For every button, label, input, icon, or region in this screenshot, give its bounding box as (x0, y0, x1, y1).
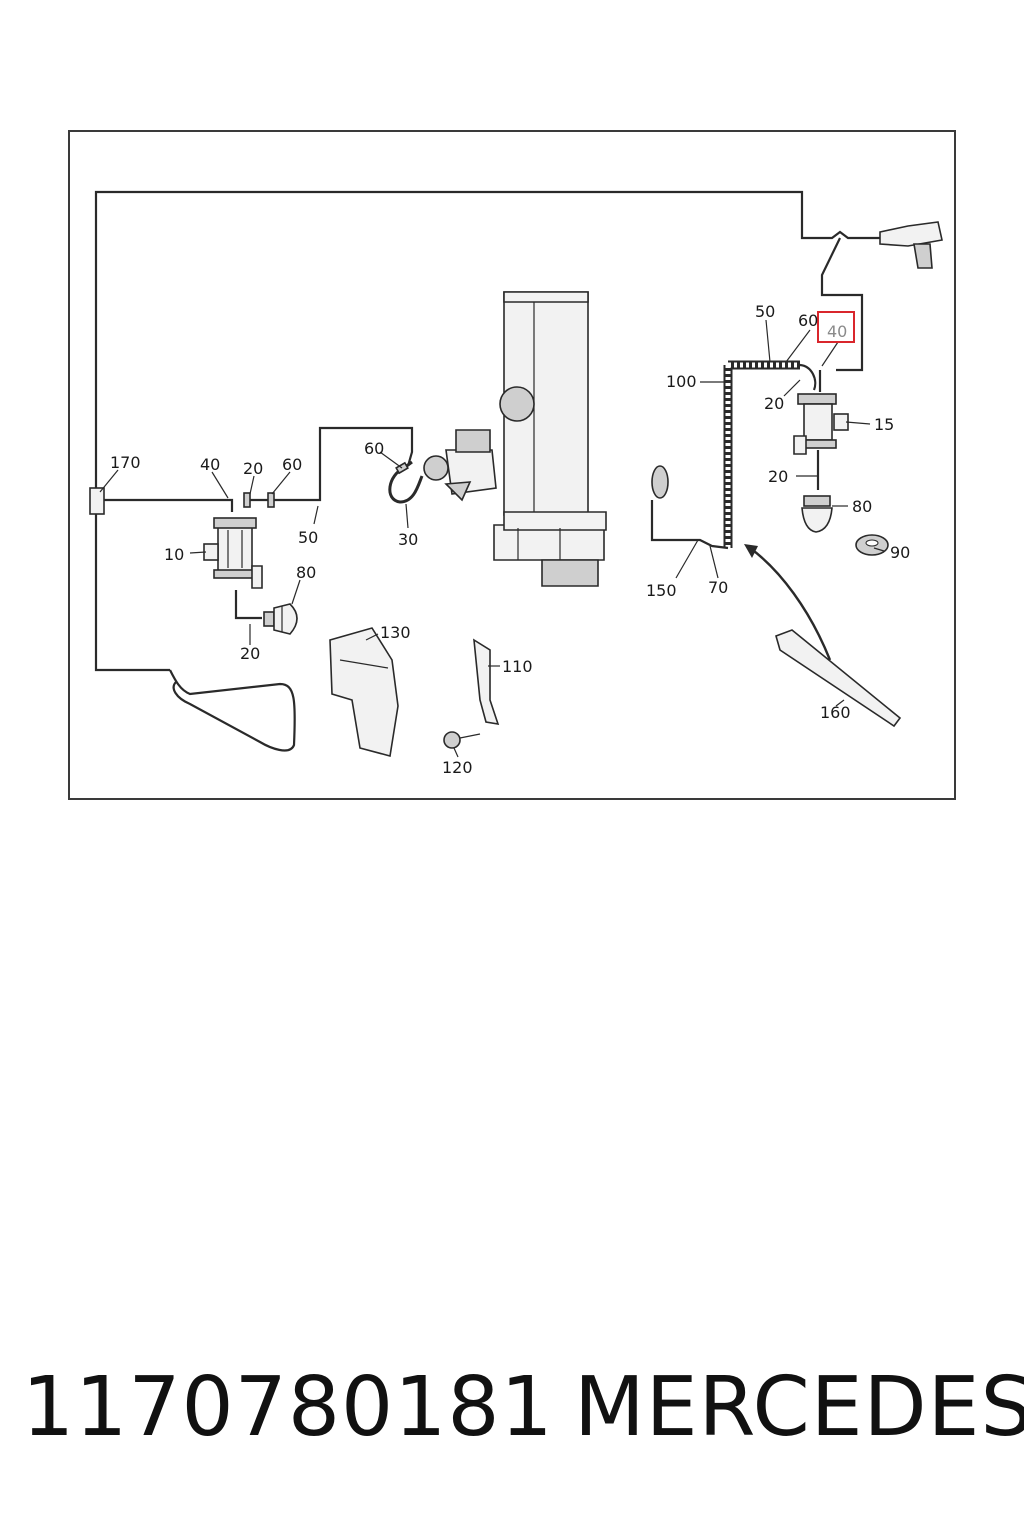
callout-15: 15 (874, 415, 894, 434)
pressure-valve (423, 429, 497, 502)
callout-70: 70 (708, 578, 728, 597)
grommet-150 (650, 465, 729, 550)
callout-90: 90 (890, 543, 910, 562)
callout-160: 160 (820, 703, 851, 722)
clamp-20-left (243, 492, 251, 508)
callout-80-right: 80 (852, 497, 872, 516)
cable-tie-160 (744, 544, 902, 728)
valve-15 (793, 393, 849, 490)
clamp-60-left (267, 492, 275, 508)
callout-40-highlighted: 40 (827, 322, 847, 341)
callout-150: 150 (646, 581, 677, 600)
callout-60-mid: 60 (364, 439, 384, 458)
pressure-sensor (879, 221, 943, 269)
callout-60-left: 60 (282, 455, 302, 474)
callout-20-right-mid: 20 (768, 467, 788, 486)
washer-90 (855, 534, 889, 556)
u-bend-30 (388, 460, 424, 504)
leader-lines (99, 319, 885, 758)
callout-20-right-top: 20 (764, 394, 784, 413)
callout-20-left-bottom: 20 (240, 644, 260, 663)
breather-loop (169, 669, 296, 752)
callout-60-right: 60 (798, 311, 818, 330)
cap-80-left (263, 603, 298, 635)
callout-100: 100 (666, 372, 697, 391)
valve-10 (203, 517, 263, 620)
footer: 1170780181 MERCEDES (0, 1360, 1024, 1470)
bracket-110 (473, 638, 500, 726)
callout-10: 10 (164, 545, 184, 564)
fuel-filter-housing (493, 291, 607, 587)
cover-130 (329, 627, 399, 758)
callout-110: 110 (502, 657, 533, 676)
callout-30: 30 (398, 530, 418, 549)
callout-40-left: 40 (200, 455, 220, 474)
screw-120 (443, 731, 481, 749)
callout-130: 130 (380, 623, 411, 642)
part-number: 1170780181 (22, 1360, 554, 1455)
callout-50-left: 50 (298, 528, 318, 547)
main-vent-hose (94, 190, 880, 672)
callout-80-left: 80 (296, 563, 316, 582)
cap-80-right (801, 495, 833, 533)
brand-name: MERCEDES (574, 1360, 1024, 1455)
highlight-box (817, 311, 855, 343)
callout-120: 120 (442, 758, 473, 777)
t-connector-170 (89, 487, 105, 515)
callout-50-right: 50 (755, 302, 775, 321)
callout-20-left-top: 20 (243, 459, 263, 478)
callout-170: 170 (110, 453, 141, 472)
hose-100 (723, 360, 822, 548)
